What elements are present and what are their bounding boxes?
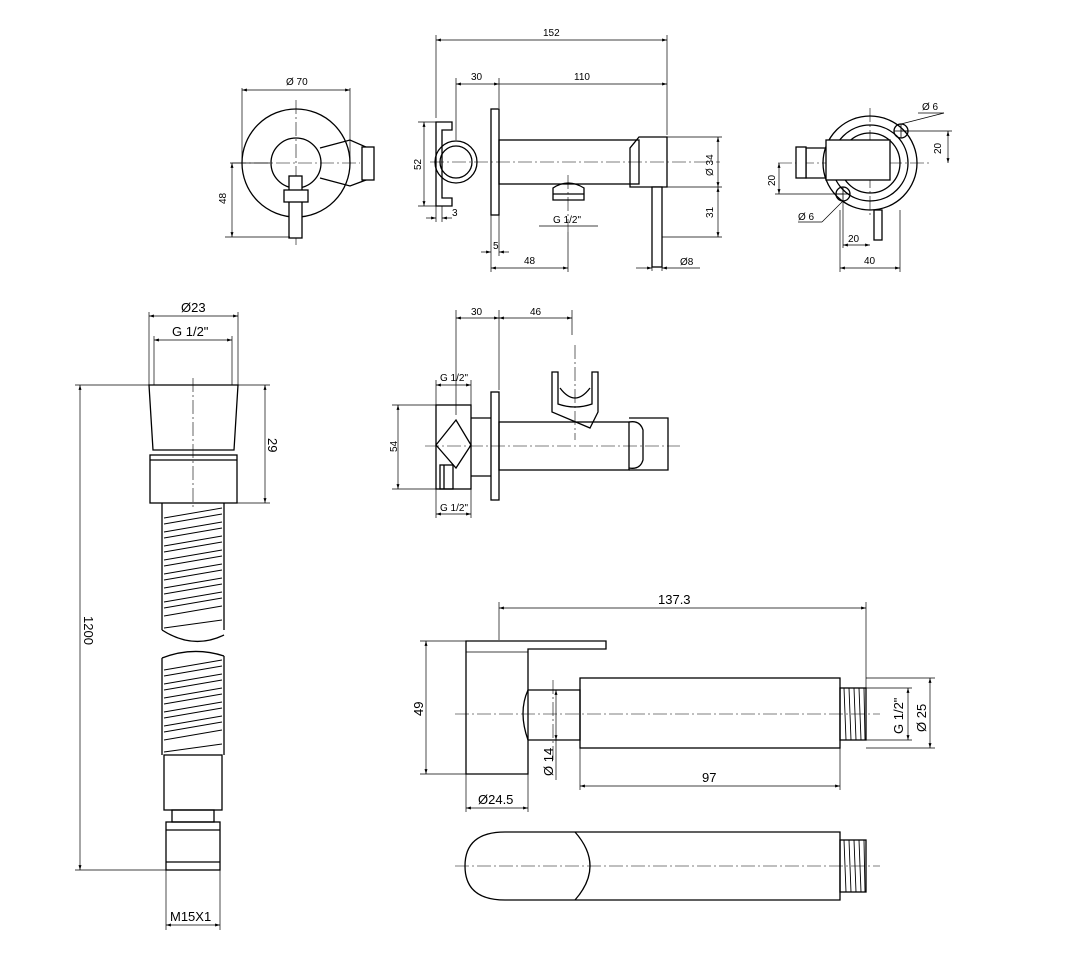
end-width-label: 40 — [864, 256, 876, 267]
hose-view: Ø23 G 1/2" 29 1200 M15X1 — [75, 300, 280, 930]
end-hole-top-label: Ø 6 — [922, 102, 939, 113]
side-height-label: 52 — [413, 158, 424, 170]
end-view: Ø 6 20 20 Ø 6 20 40 — [767, 102, 952, 272]
sprayer-height-label: 49 — [411, 702, 426, 716]
hose-upper-braid — [161, 503, 225, 643]
valve-holder-view: 30 46 G 1/2" G 1/2" 54 — [389, 307, 680, 518]
sprayer-head-diameter-label: Ø24.5 — [478, 792, 513, 807]
sprayer-top-view — [455, 831, 880, 901]
end-offset-bottom-label: 20 — [848, 234, 860, 245]
side-outlet-offset-label: 48 — [524, 256, 536, 267]
side-flange-thickness-label: 3 — [452, 208, 458, 219]
holder-distance-label: 46 — [530, 307, 542, 318]
end-hole-bottom-label: Ø 6 — [798, 212, 815, 223]
side-overall-label: 152 — [543, 28, 560, 39]
hose-lower-braid — [161, 650, 225, 755]
side-body-length-label: 110 — [574, 72, 590, 83]
hose-end-thread-label: M15X1 — [170, 909, 211, 924]
sprayer-length-label: 137.3 — [658, 592, 691, 607]
side-lever-diameter-label: Ø8 — [680, 257, 694, 268]
holder-offset-label: 30 — [471, 307, 483, 318]
hose-diameter-label: Ø23 — [181, 300, 206, 315]
side-view: 152 30 110 52 Ø 34 31 3 5 G 1/2" 48 — [413, 28, 722, 272]
sprayer-barrel-length-label: 97 — [702, 770, 716, 785]
hose-length-label: 1200 — [81, 616, 96, 645]
side-plate-gap-label: 5 — [493, 241, 499, 252]
side-outlet-thread-label: G 1/2" — [553, 215, 581, 226]
hose-nut-height-label: 29 — [265, 438, 280, 452]
front-view: Ø 70 48 — [218, 77, 375, 245]
front-height-label: 48 — [218, 192, 229, 204]
sprayer-thread-label: G 1/2" — [891, 697, 906, 734]
end-offset-right-label: 20 — [933, 142, 944, 154]
end-offset-left-label: 20 — [767, 174, 778, 186]
holder-height-label: 54 — [389, 440, 400, 452]
front-diameter-label: Ø 70 — [286, 77, 308, 88]
sprayer-neck-diameter-label: Ø 14 — [541, 748, 556, 776]
side-handle-drop-label: 31 — [705, 206, 716, 218]
holder-thread-top-label: G 1/2" — [440, 373, 468, 384]
side-body-diameter-label: Ø 34 — [705, 154, 716, 176]
sprayer-thread-diameter-label: Ø 25 — [914, 704, 929, 732]
hose-thread-label: G 1/2" — [172, 324, 209, 339]
sprayer-side-view: 137.3 49 G 1/2" Ø 25 Ø 14 Ø24.5 97 — [411, 592, 935, 812]
holder-thread-bottom-label: G 1/2" — [440, 503, 468, 514]
side-flange-offset-label: 30 — [471, 72, 483, 83]
